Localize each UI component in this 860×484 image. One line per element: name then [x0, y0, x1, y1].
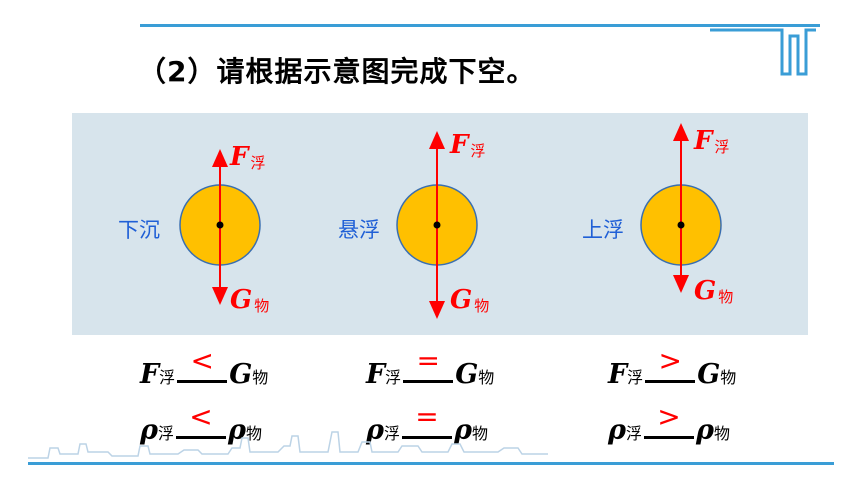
ball-floating-up: [640, 123, 722, 293]
force-comparison-3: F浮>G物: [608, 344, 737, 390]
answer-blank: >: [643, 400, 694, 439]
force-comparison-1: F浮<G物: [140, 344, 269, 390]
answer-blank: =: [401, 400, 452, 439]
ball-suspended: [396, 131, 478, 319]
skyline-decoration: [28, 431, 548, 459]
answer-blank: =: [403, 344, 454, 383]
page-title: （2）请根据示意图完成下空。: [138, 55, 536, 88]
bottom-divider: [28, 462, 834, 465]
answer-blank: <: [175, 400, 226, 439]
top-divider: [140, 24, 820, 27]
label-suspended: 悬浮: [338, 218, 380, 242]
density-comparison-3: ρ浮>ρ物: [608, 400, 730, 446]
corner-decoration: [710, 28, 816, 76]
label-sinking: 下沉: [118, 218, 160, 242]
ball-sinking: [179, 149, 261, 305]
label-floating-up: 上浮: [582, 218, 624, 242]
answer-blank: >: [645, 344, 696, 383]
force-diagrams: [179, 123, 722, 319]
answer-blank: <: [177, 344, 228, 383]
density-comparison-2: ρ浮=ρ物: [366, 400, 488, 446]
force-comparison-2: F浮=G物: [366, 344, 495, 390]
